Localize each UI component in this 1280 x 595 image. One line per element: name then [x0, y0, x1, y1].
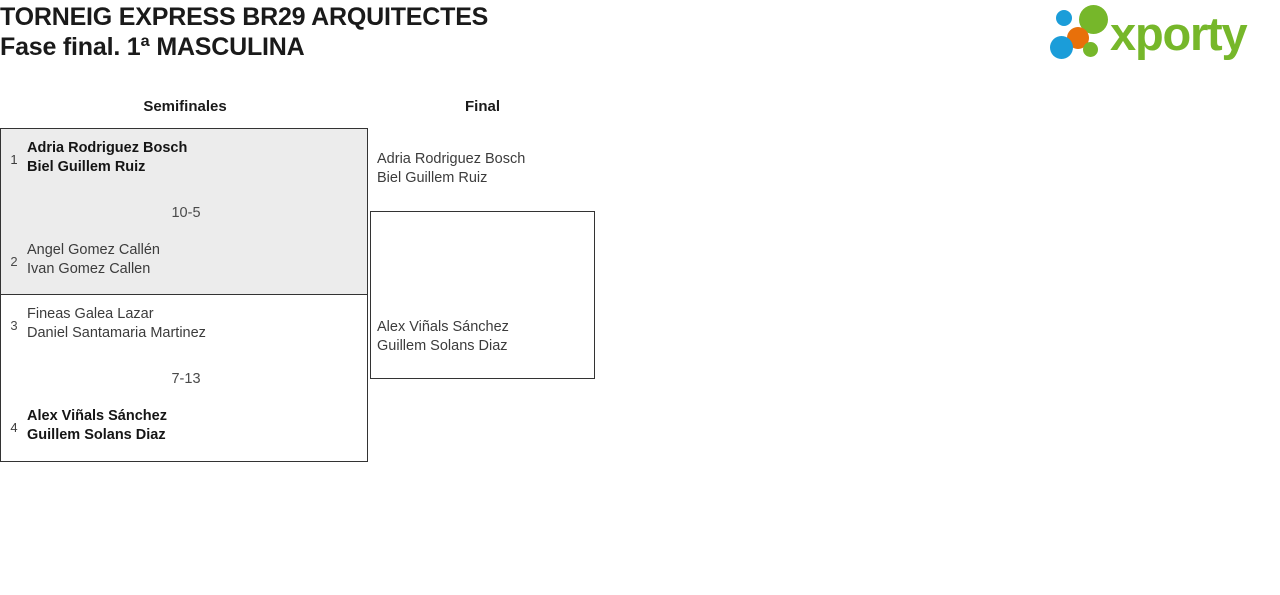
- final-team-1[interactable]: Adria Rodriguez Bosch Biel Guillem Ruiz: [377, 150, 595, 188]
- seed-number: 3: [10, 318, 18, 333]
- team-name-block: Angel Gomez Callén Ivan Gomez Callen: [27, 241, 363, 279]
- player-name: Biel Guillem Ruiz: [27, 159, 146, 175]
- final-team-2[interactable]: Alex Viñals Sánchez Guillem Solans Diaz: [377, 318, 595, 356]
- logo-dots-icon: [1050, 4, 1112, 62]
- player-name: Biel Guillem Ruiz: [377, 170, 488, 186]
- xporty-logo[interactable]: xporty: [1050, 4, 1275, 64]
- player-name: Angel Gomez Callén: [27, 242, 160, 258]
- logo-dot-blue-small: [1056, 10, 1072, 26]
- player-name: Fineas Galea Lazar: [27, 306, 154, 322]
- semifinal-2-team-1[interactable]: 3 Fineas Galea Lazar Daniel Santamaria M…: [1, 305, 369, 353]
- player-name: Guillem Solans Diaz: [27, 427, 166, 443]
- player-name: Adria Rodriguez Bosch: [27, 140, 188, 156]
- logo-wordmark: xporty: [1110, 7, 1248, 60]
- round-header-final: Final: [464, 98, 500, 115]
- match-score: 10-5: [171, 205, 201, 221]
- tournament-title-block: TORNEIG EXPRESS BR29 ARQUITECTES Fase fi…: [0, 2, 900, 62]
- seed-number: 1: [10, 152, 18, 167]
- team-name-block: Adria Rodriguez Bosch Biel Guillem Ruiz: [27, 139, 363, 177]
- player-name: Daniel Santamaria Martinez: [27, 325, 206, 341]
- tournament-name: TORNEIG EXPRESS BR29 ARQUITECTES: [0, 3, 489, 31]
- logo-dot-blue-large: [1050, 36, 1073, 59]
- final-match-box[interactable]: [370, 211, 595, 379]
- seed-number: 4: [10, 420, 18, 435]
- player-name: Alex Viñals Sánchez: [27, 408, 167, 424]
- semifinal-match-2[interactable]: 3 Fineas Galea Lazar Daniel Santamaria M…: [0, 295, 368, 462]
- semifinal-match-1[interactable]: 1 Adria Rodriguez Bosch Biel Guillem Rui…: [0, 128, 368, 295]
- player-name: Guillem Solans Diaz: [377, 338, 508, 354]
- player-name: Adria Rodriguez Bosch: [377, 151, 526, 167]
- match-score: 7-13: [171, 371, 201, 387]
- tournament-phase-category: Fase final. 1ª MASCULINA: [0, 33, 305, 61]
- team-name-block: Fineas Galea Lazar Daniel Santamaria Mar…: [27, 305, 363, 343]
- logo-dot-green-small: [1083, 42, 1098, 57]
- semifinal-1-team-1[interactable]: 1 Adria Rodriguez Bosch Biel Guillem Rui…: [1, 139, 369, 187]
- team-name-block: Alex Viñals Sánchez Guillem Solans Diaz: [27, 407, 363, 445]
- semifinal-1-team-2[interactable]: 2 Angel Gomez Callén Ivan Gomez Callen: [1, 241, 369, 289]
- seed-number: 2: [10, 254, 18, 269]
- player-name: Alex Viñals Sánchez: [377, 319, 509, 335]
- player-name: Ivan Gomez Callen: [27, 261, 151, 277]
- page-header: TORNEIG EXPRESS BR29 ARQUITECTES Fase fi…: [0, 0, 1280, 80]
- round-header-semifinales: Semifinales: [143, 98, 227, 115]
- semifinal-2-team-2[interactable]: 4 Alex Viñals Sánchez Guillem Solans Dia…: [1, 407, 369, 455]
